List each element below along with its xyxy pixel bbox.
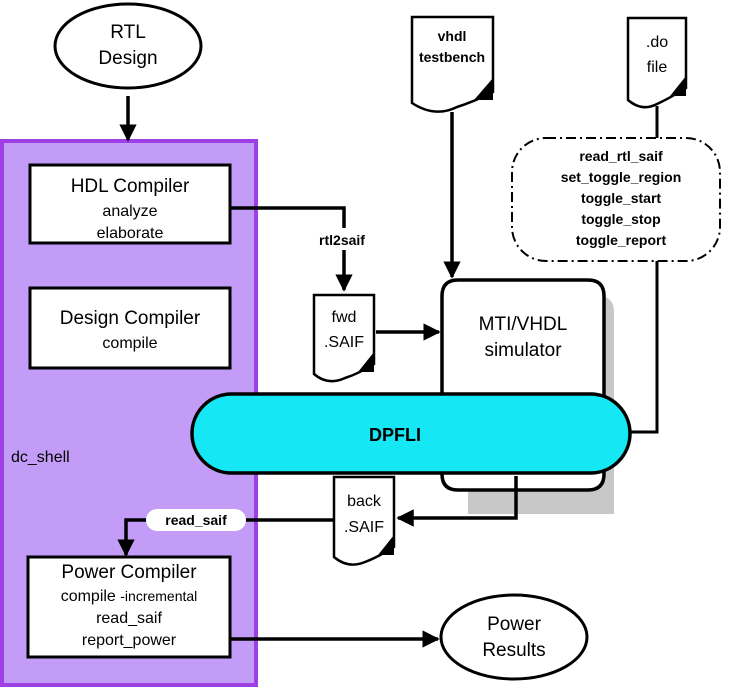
edge-commands-to-dpfli bbox=[630, 261, 659, 434]
hdl-compiler-title: HDL Compiler bbox=[71, 176, 190, 197]
power-compiler-node bbox=[26, 555, 232, 659]
power-compiler-line-3: report_power bbox=[82, 632, 177, 649]
rtl-design-node bbox=[53, 2, 203, 90]
do-command-4: toggle_stop bbox=[581, 211, 660, 227]
hdl-compiler-node bbox=[28, 163, 232, 245]
power-results-label-2: Results bbox=[482, 640, 545, 661]
power-compiler-title: Power Compiler bbox=[61, 562, 197, 583]
vhdl-testbench-fold bbox=[474, 78, 493, 100]
back-saif-fold bbox=[378, 535, 394, 555]
do-file-label-2: file bbox=[647, 59, 668, 76]
dpfli-label: DPFLI bbox=[369, 425, 421, 445]
fwd-saif-label-1: fwd bbox=[332, 309, 357, 326]
vhdl-testbench-label-1: vhdl bbox=[438, 28, 467, 44]
do-command-1: read_rtl_saif bbox=[579, 148, 663, 164]
dc-shell-label: dc_shell bbox=[11, 449, 70, 466]
design-compiler-line-1: compile bbox=[102, 335, 157, 352]
rtl-design-label-2: Design bbox=[98, 48, 157, 69]
design-compiler-node bbox=[28, 286, 232, 370]
rtl-design-label-1: RTL bbox=[110, 22, 146, 43]
rtl2saif-label-bg bbox=[304, 228, 380, 250]
simulator-label-1: MTI/VHDL bbox=[479, 314, 568, 335]
edge-hdl-to-fwd-saif bbox=[230, 206, 353, 292]
simulator-label-2: simulator bbox=[484, 340, 562, 361]
back-saif-label-1: back bbox=[347, 493, 382, 510]
power-results-node bbox=[439, 593, 589, 681]
hdl-compiler-line-2: elaborate bbox=[97, 225, 164, 242]
do-command-2: set_toggle_region bbox=[561, 169, 682, 185]
back-saif-label-2: .SAIF bbox=[344, 519, 384, 536]
edge-back-saif-to-power-compiler bbox=[117, 518, 334, 557]
edge-simulator-to-back-saif bbox=[396, 476, 518, 527]
vhdl-testbench-label-2: testbench bbox=[419, 49, 485, 65]
read-saif-label-bg bbox=[146, 509, 246, 531]
fwd-saif-label-2: .SAIF bbox=[324, 334, 364, 351]
do-commands-box bbox=[511, 137, 721, 262]
do-file-label-1: .do bbox=[646, 34, 668, 51]
rtl2saif-label: rtl2saif bbox=[319, 232, 365, 248]
dpfli-node bbox=[190, 392, 632, 475]
power-compiler-line-1: compile -incremental bbox=[61, 588, 198, 605]
power-results-label-1: Power bbox=[487, 614, 542, 635]
do-command-5: toggle_report bbox=[576, 232, 667, 248]
hdl-compiler-line-1: analyze bbox=[102, 203, 157, 220]
read-saif-label: read_saif bbox=[165, 512, 227, 528]
power-compiler-line-2: read_saif bbox=[96, 610, 162, 627]
do-file-fold bbox=[670, 76, 686, 96]
fwd-saif-fold bbox=[358, 352, 374, 372]
design-compiler-title: Design Compiler bbox=[60, 308, 201, 329]
do-command-3: toggle_start bbox=[581, 190, 661, 206]
